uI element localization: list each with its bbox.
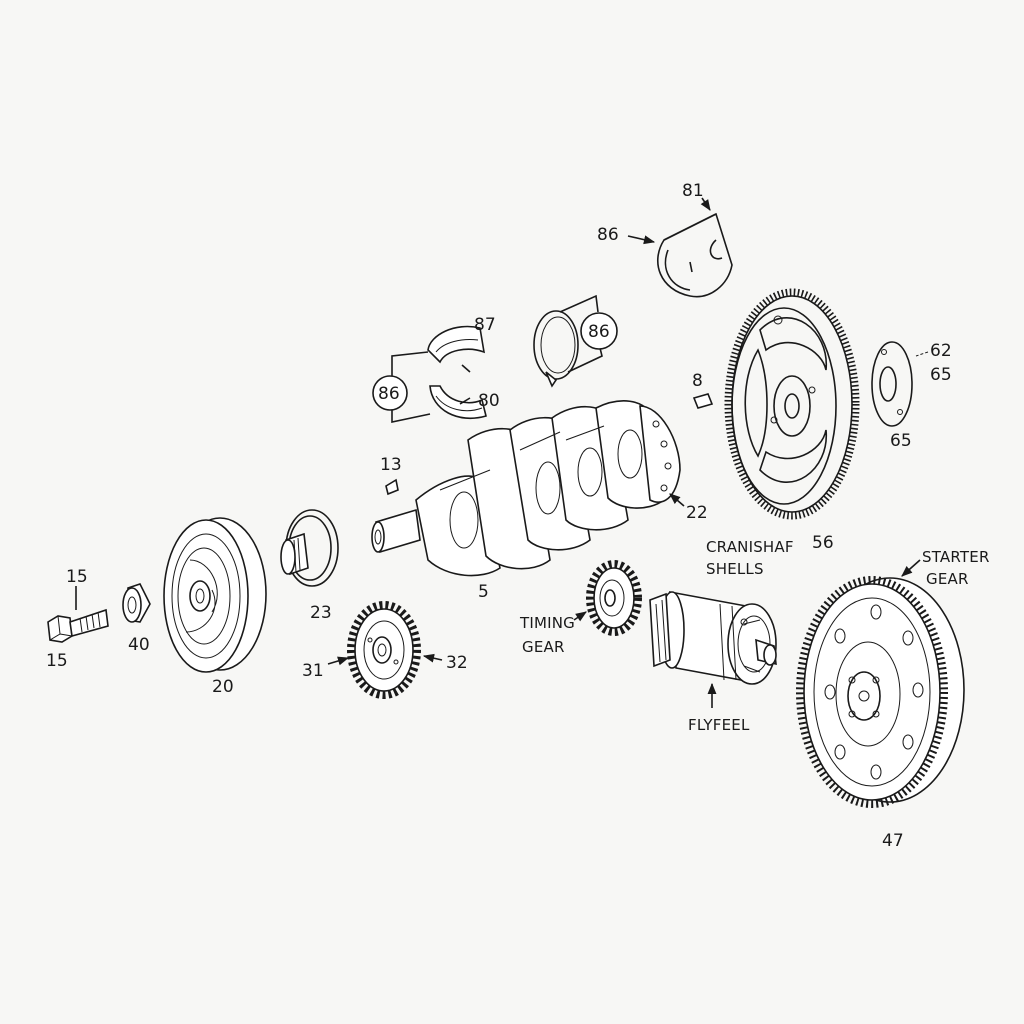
leader-31 bbox=[327, 656, 350, 666]
leader-62 bbox=[915, 351, 929, 357]
callout-circle-86-left bbox=[372, 375, 408, 411]
leader-timing-gear bbox=[573, 611, 587, 622]
leader-32 bbox=[422, 653, 443, 663]
part-label-5: 5 bbox=[478, 582, 489, 602]
bolt-washer bbox=[122, 583, 151, 623]
crankshaft-shell-assembly bbox=[649, 591, 777, 685]
part-label-40: 40 bbox=[128, 635, 150, 655]
part-label-80: 80 bbox=[478, 391, 500, 411]
part-label-31: 31 bbox=[302, 661, 324, 681]
crank-pulley bbox=[163, 517, 267, 673]
callout-crankshaft-shells-line1: CRANISHAF bbox=[706, 538, 794, 556]
crankshaft bbox=[371, 400, 681, 577]
callout-starter-gear-line1: STARTER bbox=[922, 548, 990, 566]
callout-bracket-upper bbox=[391, 351, 429, 376]
part-label-62: 62 bbox=[930, 341, 952, 361]
part-label-8: 8 bbox=[692, 371, 703, 391]
part-label-20: 20 bbox=[212, 677, 234, 697]
part-label-86-left: 86 bbox=[378, 384, 400, 404]
callout-bracket-ring-top bbox=[559, 294, 599, 313]
dowel-pin bbox=[692, 393, 714, 409]
part-label-87: 87 bbox=[474, 315, 496, 335]
leader-86-top bbox=[627, 235, 656, 245]
callout-starter-gear-line2: GEAR bbox=[926, 570, 969, 588]
bearing-half-lower bbox=[429, 385, 487, 420]
callout-timing-gear-line2: GEAR bbox=[522, 638, 565, 656]
part-label-56: 56 bbox=[812, 533, 834, 553]
bearing-half-upper bbox=[427, 325, 486, 373]
leader-22 bbox=[669, 493, 685, 507]
part-label-86-top: 86 bbox=[597, 225, 619, 245]
crank-sprocket bbox=[347, 601, 421, 699]
flywheel bbox=[796, 576, 965, 808]
part-label-86-ring: 86 bbox=[588, 322, 610, 342]
front-seal bbox=[280, 509, 339, 587]
callout-bracket-ring-bottom bbox=[567, 347, 603, 373]
key-13 bbox=[385, 478, 399, 496]
part-label-65-upper: 65 bbox=[930, 365, 952, 385]
timing-gear bbox=[586, 560, 642, 636]
part-label-81: 81 bbox=[682, 181, 704, 201]
ring-gear-flexplate bbox=[724, 288, 860, 520]
crank-bolt bbox=[47, 608, 109, 643]
part-label-65-lower: 65 bbox=[890, 431, 912, 451]
part-label-13: 13 bbox=[380, 455, 402, 475]
part-label-22: 22 bbox=[686, 503, 708, 523]
part-label-15-bottom: 15 bbox=[46, 651, 68, 671]
leader-starter-gear bbox=[901, 559, 921, 577]
part-label-32: 32 bbox=[446, 653, 468, 673]
part-label-23: 23 bbox=[310, 603, 332, 623]
part-label-47: 47 bbox=[882, 831, 904, 851]
callout-circle-86-ring bbox=[580, 312, 618, 350]
callout-flywheel: FLYFEEL bbox=[688, 716, 750, 734]
callout-timing-gear-line1: TIMING bbox=[519, 614, 575, 632]
thrust-ring bbox=[533, 310, 579, 388]
spacer-washer bbox=[871, 341, 913, 427]
leader-81 bbox=[700, 197, 711, 211]
callout-crankshaft-shells-line2: SHELLS bbox=[706, 560, 764, 578]
part-label-15-top: 15 bbox=[66, 567, 88, 587]
bearing-shell-top bbox=[656, 212, 733, 298]
callout-bracket-lower bbox=[391, 410, 431, 423]
